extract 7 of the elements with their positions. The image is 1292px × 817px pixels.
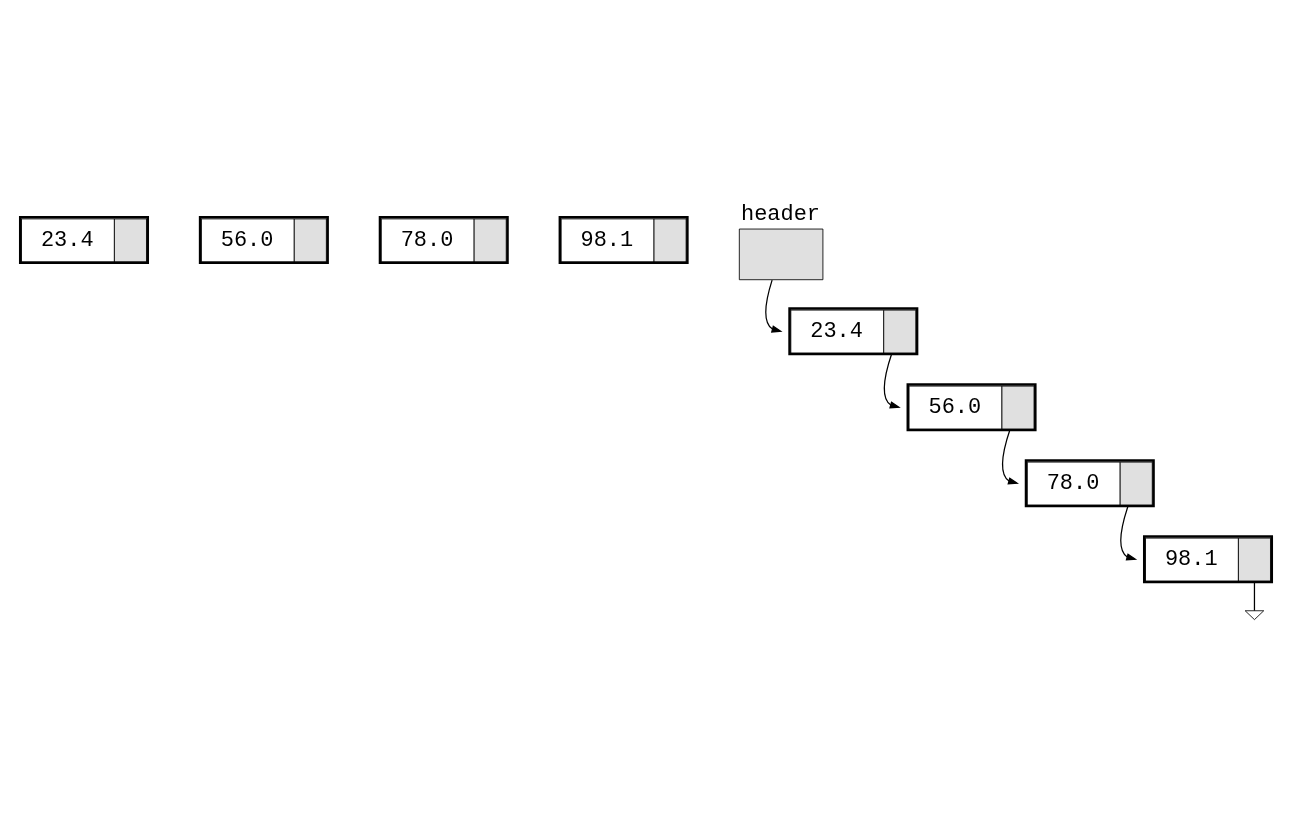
arrow <box>1120 504 1138 561</box>
arrow <box>765 279 783 333</box>
arrow <box>883 352 901 409</box>
connector <box>1253 580 1256 612</box>
arrow <box>1002 428 1019 485</box>
node-ground <box>1244 610 1265 621</box>
node-label: header <box>741 202 820 228</box>
